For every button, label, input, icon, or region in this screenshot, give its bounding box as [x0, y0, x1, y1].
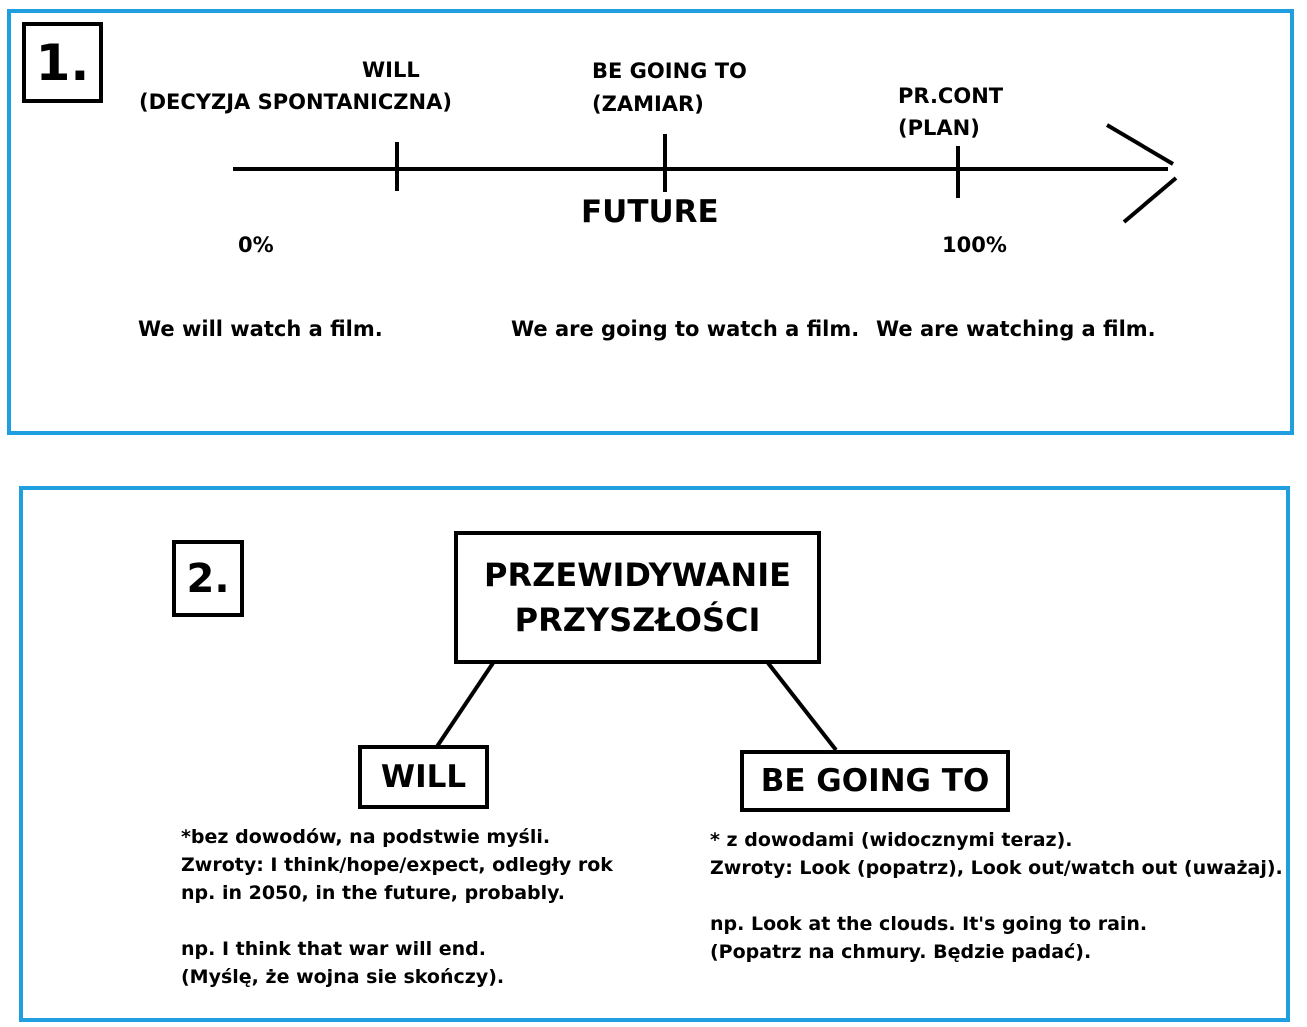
will-note-line: np. in 2050, in the future, probably.: [181, 882, 565, 904]
will-note-line: [181, 907, 613, 935]
marker-will-label: WILL: [362, 58, 420, 82]
example-will: We will watch a film.: [138, 317, 383, 341]
scale-start: 0%: [238, 233, 274, 257]
marker-prcont-label: PR.CONT: [898, 84, 1004, 108]
going-to-note-line: [710, 882, 1283, 910]
going-to-note-line: (Popatrz na chmury. Będzie padać).: [710, 941, 1092, 963]
section-number-1: 1.: [22, 22, 103, 103]
marker-will-sub: (DECYZJA SPONTANICZNA): [139, 90, 452, 114]
example-present-continuous: We are watching a film.: [876, 317, 1156, 341]
marker-prcont-sub: (PLAN): [898, 116, 980, 140]
will-note-line: Zwroty: I think/hope/expect, odległy rok: [181, 854, 613, 876]
will-notes: *bez dowodów, na podstwie myśli. Zwroty:…: [181, 823, 613, 991]
section-number-2: 2.: [172, 540, 244, 617]
root-node: PRZEWIDYWANIE PRZYSZŁOŚCI: [454, 531, 821, 664]
prediction-panel: [19, 486, 1290, 1022]
root-node-line1: PRZEWIDYWANIE: [484, 555, 791, 594]
going-to-note-line: * z dowodami (widocznymi teraz).: [710, 829, 1073, 851]
going-to-note-line: Zwroty: Look (popatrz), Look out/watch o…: [710, 857, 1283, 879]
marker-going-to-label: BE GOING TO: [592, 59, 747, 83]
going-to-notes: * z dowodami (widocznymi teraz). Zwroty:…: [710, 826, 1283, 966]
will-note-line: *bez dowodów, na podstwie myśli.: [181, 826, 551, 848]
marker-going-to-sub: (ZAMIAR): [592, 92, 704, 116]
root-node-line2: PRZYSZŁOŚCI: [514, 600, 761, 639]
timeline-panel: [7, 9, 1294, 435]
scale-end: 100%: [942, 233, 1007, 257]
example-going-to: We are going to watch a film.: [511, 317, 860, 341]
axis-title: FUTURE: [581, 194, 719, 230]
going-to-note-line: np. Look at the clouds. It's going to ra…: [710, 913, 1148, 935]
will-note-line: (Myślę, że wojna sie skończy).: [181, 966, 505, 988]
going-to-node: BE GOING TO: [740, 750, 1010, 812]
will-note-line: np. I think that war will end.: [181, 938, 486, 960]
will-node: WILL: [358, 745, 489, 809]
